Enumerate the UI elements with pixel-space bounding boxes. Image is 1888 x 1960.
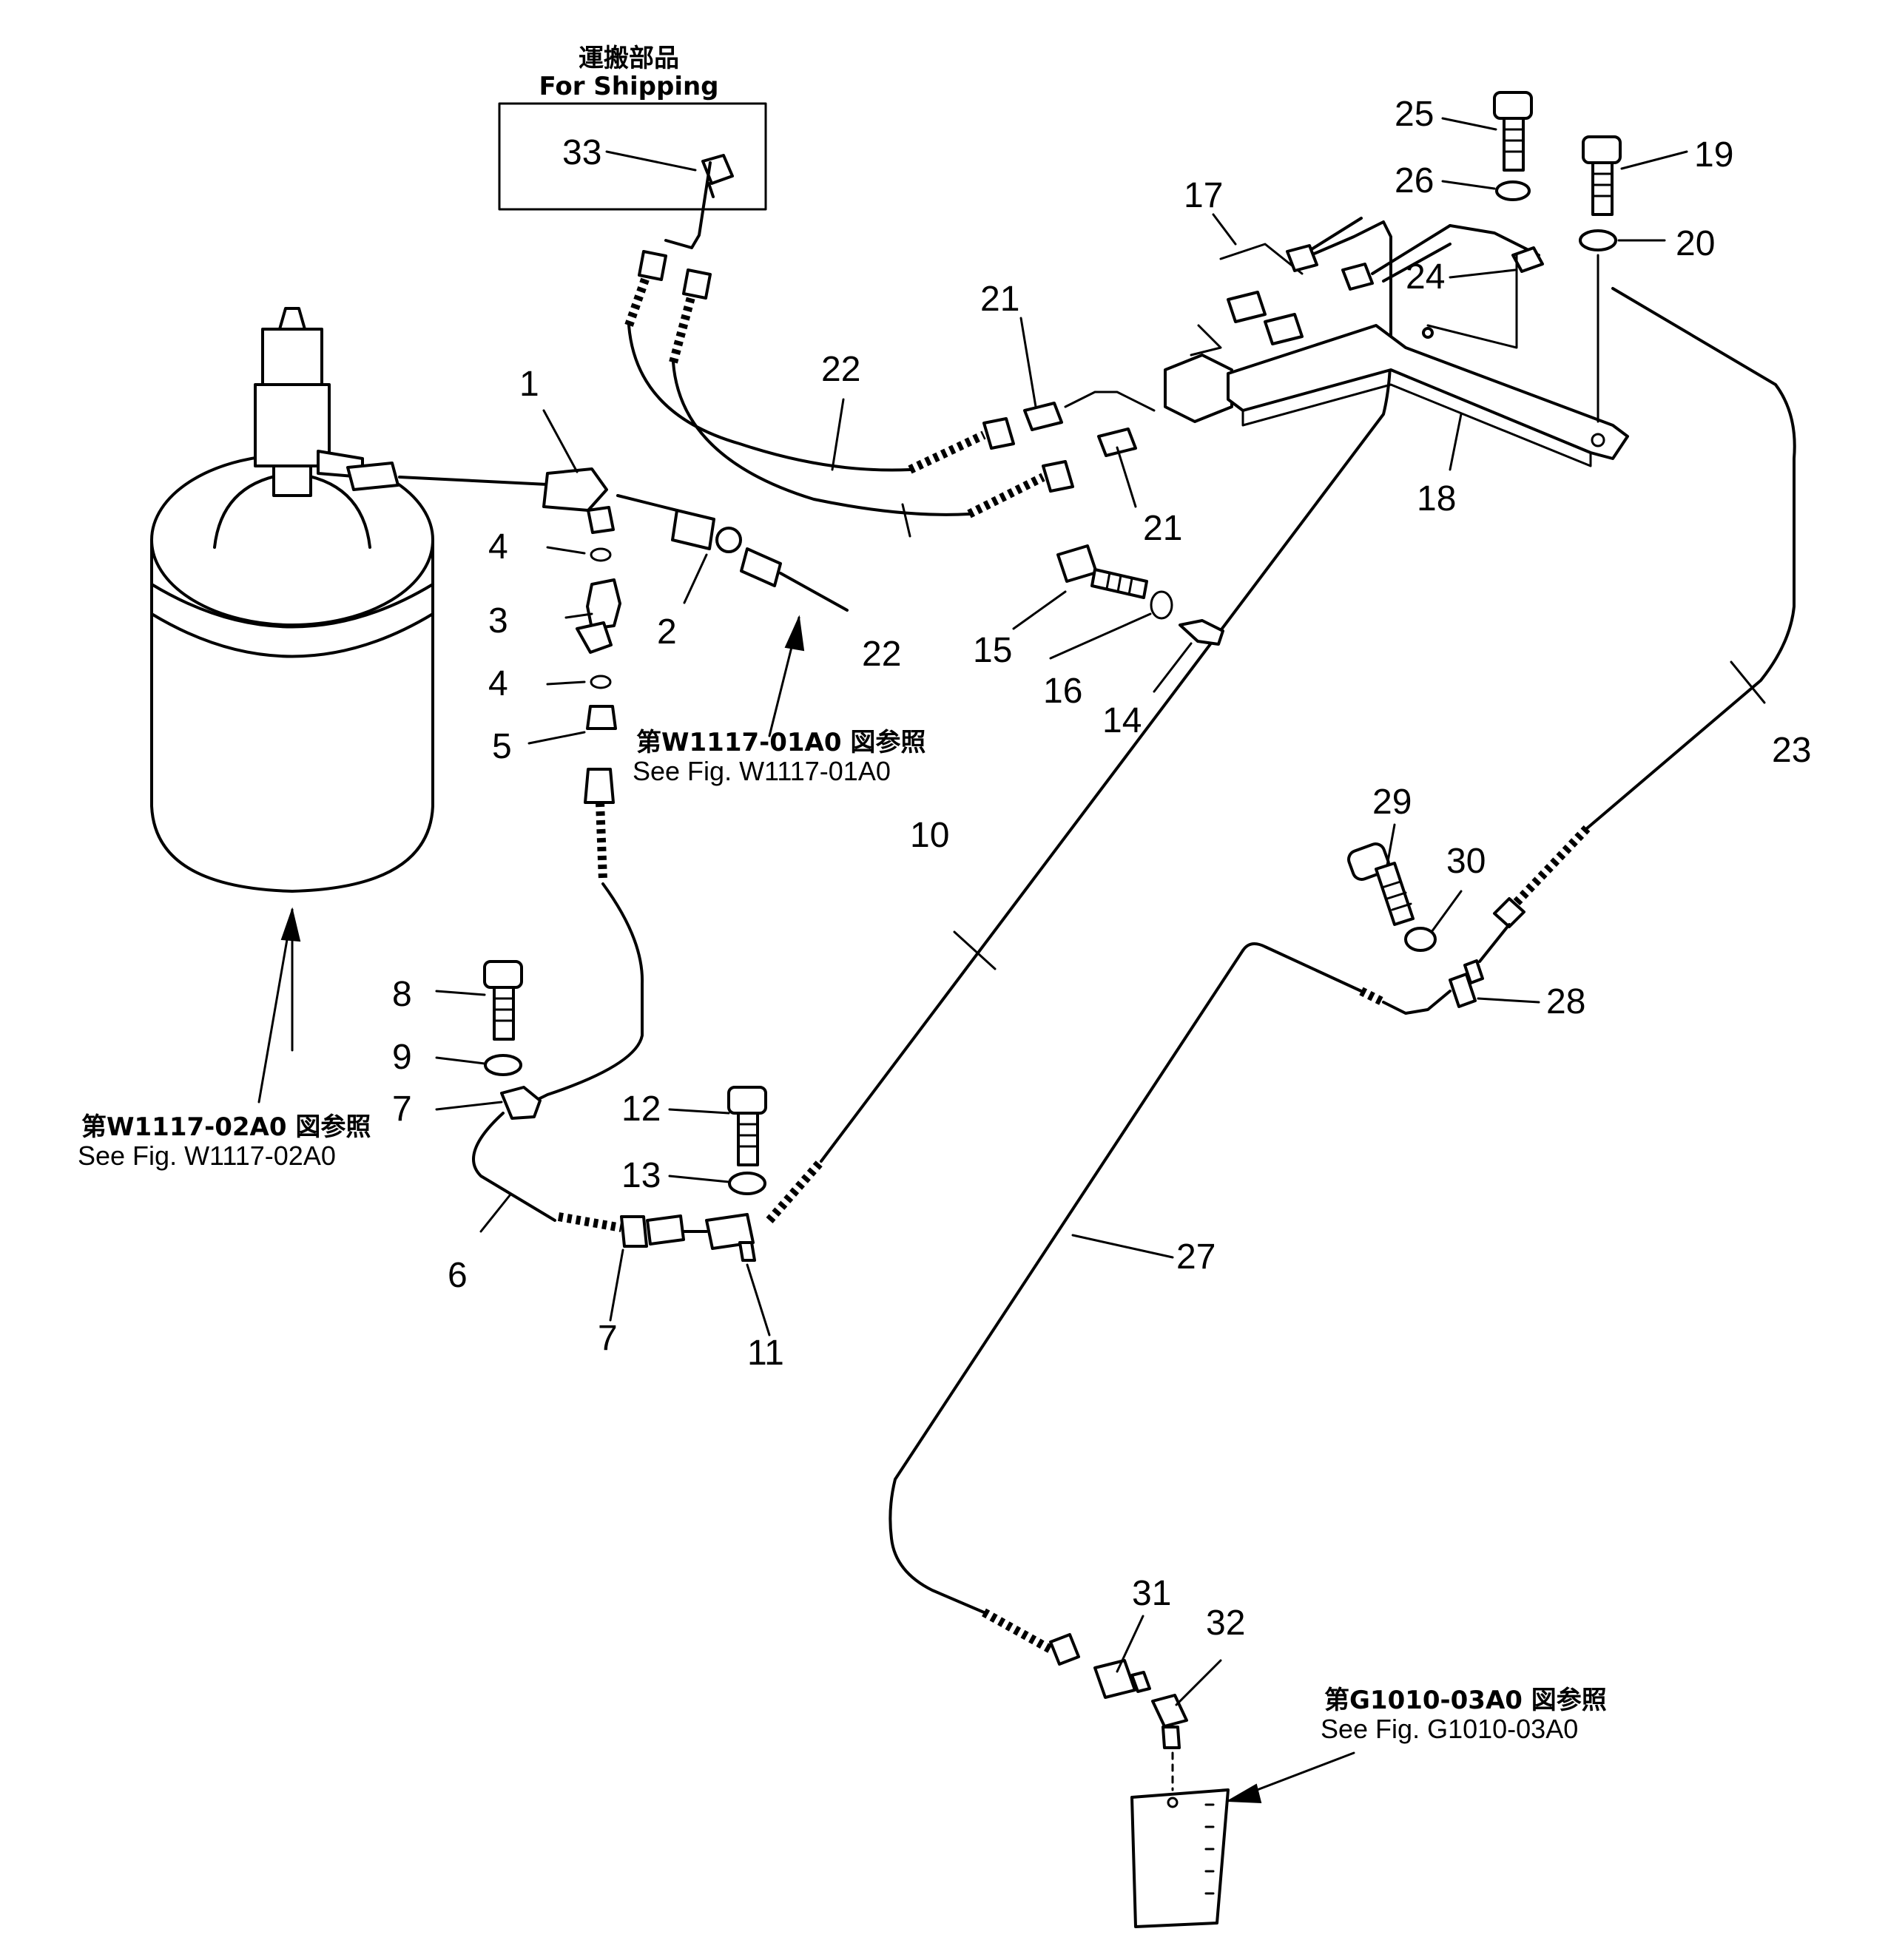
ref-tank-jp: 第W1117-02A0 図参照 bbox=[81, 1112, 371, 1142]
bolt-29 bbox=[1347, 842, 1415, 926]
callout-22a: 22 bbox=[821, 350, 860, 389]
callout-17: 17 bbox=[1184, 176, 1223, 215]
ref-caption-g1010: 第G1010-03A0 図参照 See Fig. G1010-03A0 bbox=[1321, 1686, 1607, 1744]
callout-18: 18 bbox=[1417, 479, 1456, 518]
callout-11: 11 bbox=[747, 1334, 784, 1373]
tank bbox=[150, 307, 434, 1052]
callout-24: 24 bbox=[1406, 257, 1445, 297]
clamp-24 bbox=[1511, 246, 1544, 273]
callout-9: 9 bbox=[392, 1038, 412, 1077]
callout-7a: 7 bbox=[392, 1089, 412, 1129]
callout-32: 32 bbox=[1206, 1604, 1245, 1643]
callout-10: 10 bbox=[910, 816, 949, 855]
clamp-7b bbox=[620, 1215, 648, 1248]
callout-5: 5 bbox=[492, 727, 512, 766]
o-ring-4a bbox=[590, 547, 612, 562]
bolt-15 bbox=[1056, 544, 1148, 599]
callout-21a: 21 bbox=[980, 280, 1019, 319]
ref-g1010-jp: 第G1010-03A0 図参照 bbox=[1324, 1686, 1607, 1715]
washer-20 bbox=[1579, 229, 1617, 251]
elbow-1 bbox=[542, 467, 608, 512]
bolt-12 bbox=[727, 1086, 767, 1166]
callout-22b: 22 bbox=[862, 635, 901, 674]
ref-g1010-en: See Fig. G1010-03A0 bbox=[1321, 1714, 1578, 1744]
fitting-17a bbox=[1227, 291, 1267, 323]
shipping-box: 運搬部品 For Shipping bbox=[498, 44, 767, 211]
ref-w1117-01-jp: 第W1117-01A0 図参照 bbox=[636, 728, 926, 757]
callout-7b: 7 bbox=[598, 1319, 618, 1358]
callout-21b: 21 bbox=[1143, 509, 1182, 548]
ref-caption-tank: 第W1117-02A0 図参照 See Fig. W1117-02A0 bbox=[78, 1112, 371, 1171]
washer-26 bbox=[1495, 180, 1531, 201]
callout-1: 1 bbox=[519, 365, 539, 404]
fitting-5 bbox=[586, 705, 617, 730]
callout-33: 33 bbox=[562, 133, 601, 172]
bolt-19 bbox=[1582, 135, 1622, 216]
callout-31: 31 bbox=[1132, 1574, 1171, 1613]
callout-2: 2 bbox=[657, 612, 677, 652]
clamp-7a bbox=[500, 1086, 542, 1120]
callout-19: 19 bbox=[1694, 135, 1733, 175]
bracket-18 bbox=[1164, 324, 1629, 467]
shipping-title-jp: 運搬部品 bbox=[579, 44, 679, 73]
bolt-8 bbox=[483, 960, 523, 1041]
callout-labels: 33 1 2 3 4 4 5 8 9 7 6 7 11 12 13 10 22 … bbox=[392, 95, 1811, 1643]
ref-arrow-tank bbox=[257, 908, 294, 1104]
connector-2 bbox=[671, 509, 715, 550]
tank-outlet-fitting bbox=[346, 462, 399, 491]
washer-13 bbox=[728, 1172, 766, 1195]
callout-4a: 4 bbox=[488, 527, 508, 567]
callout-8: 8 bbox=[392, 975, 412, 1014]
washer-16 bbox=[1150, 590, 1173, 620]
clip-14 bbox=[1179, 619, 1224, 646]
ref-caption-w1117-01: 第W1117-01A0 図参照 See Fig. W1117-01A0 bbox=[633, 728, 926, 786]
fitting-17b bbox=[1264, 313, 1304, 345]
callout-28: 28 bbox=[1546, 982, 1585, 1021]
fitting-21a bbox=[1023, 402, 1063, 431]
callout-14: 14 bbox=[1102, 701, 1142, 740]
callout-30: 30 bbox=[1446, 842, 1486, 881]
callout-6: 6 bbox=[448, 1256, 468, 1295]
callout-26: 26 bbox=[1395, 161, 1434, 200]
callout-27: 27 bbox=[1176, 1237, 1216, 1277]
callout-12: 12 bbox=[621, 1089, 661, 1129]
callout-20: 20 bbox=[1676, 224, 1715, 263]
washer-9 bbox=[484, 1054, 522, 1076]
o-ring-4b bbox=[590, 675, 612, 689]
callout-29: 29 bbox=[1372, 783, 1412, 822]
callout-13: 13 bbox=[621, 1156, 661, 1195]
callout-3: 3 bbox=[488, 601, 508, 641]
bolt-25 bbox=[1493, 91, 1533, 172]
fitting-28 bbox=[1449, 973, 1477, 1008]
reservoir bbox=[1130, 1788, 1230, 1928]
callout-4b: 4 bbox=[488, 664, 508, 703]
valve-3 bbox=[586, 578, 621, 630]
leader-lines bbox=[435, 117, 1766, 1706]
washer-30 bbox=[1404, 927, 1437, 952]
connector-31 bbox=[1093, 1659, 1136, 1699]
callout-16: 16 bbox=[1043, 672, 1082, 711]
ref-w1117-01-en: See Fig. W1117-01A0 bbox=[633, 756, 891, 786]
callout-25: 25 bbox=[1395, 95, 1434, 134]
ref-tank-en: See Fig. W1117-02A0 bbox=[78, 1140, 336, 1171]
callout-15: 15 bbox=[973, 631, 1012, 670]
shipping-title-en: For Shipping bbox=[539, 72, 718, 101]
fitting-21b bbox=[1097, 428, 1137, 457]
callout-23: 23 bbox=[1772, 731, 1811, 770]
